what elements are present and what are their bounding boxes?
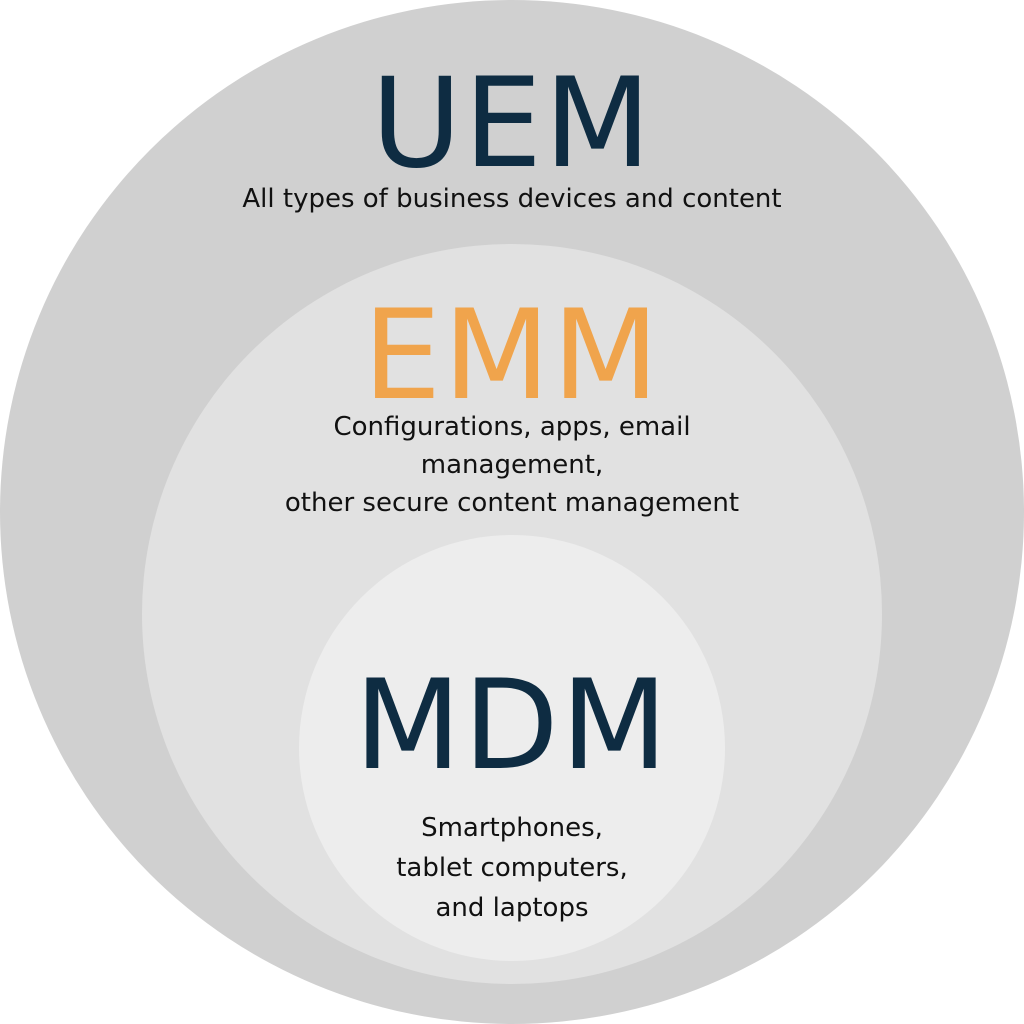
emm-description-line: management,	[420, 450, 604, 480]
mdm-circle	[299, 535, 725, 961]
mdm-description-line: tablet computers,	[396, 853, 628, 883]
mdm-description-line: and laptops	[435, 893, 589, 923]
emm-description: Configurations, apps, email management, …	[0, 408, 1024, 522]
uem-title: UEM	[370, 52, 654, 196]
mdm-title: MDM	[354, 654, 670, 798]
emm-description-line: Configurations, apps, email	[333, 412, 691, 442]
emm-description-line: other secure content management	[284, 488, 740, 518]
uem-description: All types of business devices and conten…	[242, 184, 782, 214]
mdm-description: Smartphones, tablet computers, and lapto…	[0, 808, 1024, 928]
mdm-description-line: Smartphones,	[421, 813, 603, 843]
emm-title: EMM	[362, 284, 662, 428]
